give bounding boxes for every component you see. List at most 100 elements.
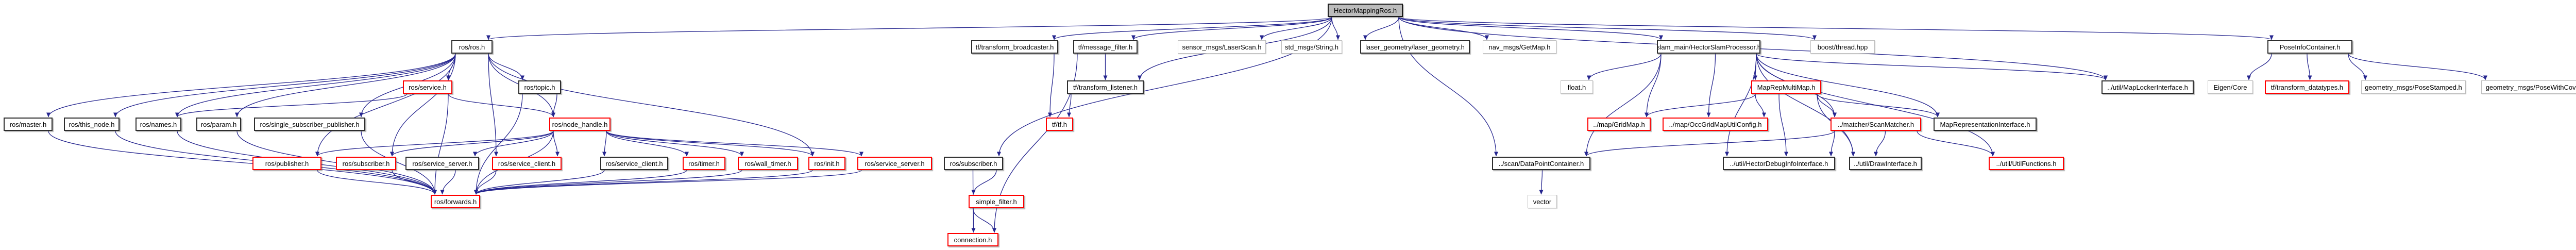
include-edge-ros-ros--ros-service-client-1 [488, 53, 498, 157]
include-edge-root--boost-thread [1398, 16, 1817, 40]
include-edge-maprepmultimap--map-gridmap [1645, 93, 1756, 118]
graph-node-std-msgs-string[interactable]: std_msgs/String.h [1281, 40, 1342, 54]
graph-node-ros-forwards[interactable]: ros/forwards.h [431, 195, 480, 208]
graph-node-util-drawinterface[interactable]: ../util/DrawInterface.h [1849, 157, 1922, 170]
graph-node-ros-init[interactable]: ros/init.h [808, 157, 845, 170]
include-edge-poseinfocontainer--geometry-msgs-posewithcov [2348, 53, 2487, 80]
include-edge-ros-ros--ros-param [235, 53, 456, 118]
graph-node-vector[interactable]: vector [1528, 195, 1557, 208]
include-edge-ros-node-handle--ros-init [606, 130, 815, 157]
include-edge-ros-node-handle--ros-service-client-1 [553, 130, 560, 157]
graph-node-float-h[interactable]: float.h [1561, 80, 1593, 94]
graph-node-ros-publisher[interactable]: ros/publisher.h [252, 157, 321, 170]
graph-node-simple-filter[interactable]: simple_filter.h [969, 195, 1024, 208]
include-edge-poseinfocontainer--tf-transform-datatypes [2307, 53, 2312, 80]
graph-node-matcher-scanmatcher[interactable]: ../matcher/ScanMatcher.h [1831, 118, 1921, 131]
include-edge-ros-service-client-2--ros-forwards [474, 170, 605, 195]
include-edge-matcher-scanmatcher--util-utilfunctions [1917, 130, 1995, 157]
graph-node-tf-transform-broadcaster[interactable]: tf/transform_broadcaster.h [971, 40, 1058, 54]
graph-node-scan-datapointcontainer[interactable]: ../scan/DataPointContainer.h [1492, 157, 1590, 170]
include-edge-ros-topic--ros-forwards [474, 93, 523, 195]
include-edge-scan-datapointcontainer--vector [1539, 170, 1544, 195]
graph-node-sensor-msgs-laserscan[interactable]: sensor_msgs/LaserScan.h [1178, 40, 1266, 54]
graph-node-tf-transform-listener[interactable]: tf/transform_listener.h [1067, 80, 1144, 94]
graph-node-geometry-msgs-posestamped[interactable]: geometry_msgs/PoseStamped.h [2361, 80, 2466, 94]
graph-node-root[interactable]: HectorMappingRos.h [1328, 4, 1403, 17]
graph-node-slam-main-hectorslamprocessor[interactable]: slam_main/HectorSlamProcessor.h [1657, 40, 1760, 54]
graph-node-boost-thread[interactable]: boost/thread.hpp [1810, 40, 1875, 54]
include-edge-slam-main-hectorslamprocessor--float-h [1587, 53, 1662, 80]
graph-node-util-utilfunctions[interactable]: ../util/UtilFunctions.h [1989, 157, 2064, 170]
graph-node-ros-service[interactable]: ros/service.h [403, 80, 452, 94]
graph-node-map-gridmap[interactable]: ../map/GridMap.h [1587, 118, 1651, 131]
graph-node-ros-subscriber-2[interactable]: ros/subscriber.h [944, 157, 1003, 170]
include-edge-root--std-msgs-string [1331, 16, 1340, 40]
graph-node-ros-master[interactable]: ros/master.h [4, 118, 53, 131]
graph-node-nav-msgs-getmap[interactable]: nav_msgs/GetMap.h [1483, 40, 1556, 54]
graph-node-connection[interactable]: connection.h [947, 233, 998, 246]
include-edge-ros-service--ros-forwards [433, 93, 449, 195]
graph-node-geometry-msgs-posewithcov[interactable]: geometry_msgs/PoseWithCovarianceStamped.… [2481, 80, 2576, 94]
graph-node-ros-subscriber-1[interactable]: ros/subscriber.h [336, 157, 396, 170]
include-edge-slam-main-hectorslamprocessor--maprepresentationinterface [1756, 53, 1940, 118]
graph-node-ros-param[interactable]: ros/param.h [196, 118, 241, 131]
graph-node-ros-service-client-2[interactable]: ros/service_client.h [600, 157, 668, 170]
include-edge-maprepmultimap--map-occgridmaputilconfig [1755, 93, 1766, 118]
include-edge-matcher-scanmatcher--util-hectordebuginfointerface [1829, 130, 1835, 157]
include-edge-ros-node-handle--ros-subscriber-1 [390, 130, 554, 157]
graph-node-util-maplockerinterface[interactable]: ../util/MapLockerInterface.h [2102, 80, 2194, 94]
graph-node-ros-service-server-1[interactable]: ros/service_server.h [405, 157, 479, 170]
include-edge-poseinfocontainer--eigen-core [2247, 53, 2272, 80]
graph-node-maprepmultimap[interactable]: MapRepMultiMap.h [1751, 80, 1821, 94]
include-edge-root--scan-datapointcontainer [1398, 16, 1498, 157]
graph-node-poseinfocontainer[interactable]: PoseInfoContainer.h [2267, 40, 2352, 54]
include-edge-ros-publisher--ros-forwards [317, 170, 437, 195]
graph-node-tf-message-filter[interactable]: tf/message_filter.h [1073, 40, 1138, 54]
include-edge-ros-wall-timer--ros-forwards [474, 170, 742, 195]
graph-node-ros-ros[interactable]: ros/ros.h [451, 40, 493, 54]
graph-node-ros-service-server-2[interactable]: ros/service_server.h [857, 157, 932, 170]
graph-node-eigen-core[interactable]: Eigen/Core [2208, 80, 2253, 94]
graph-node-tf-transform-datatypes[interactable]: tf/transform_datatypes.h [2265, 80, 2349, 94]
include-edge-ros-ros--ros-this-node [113, 53, 456, 118]
include-edge-ros-ros--ros-publisher [315, 53, 456, 157]
graph-node-ros-timer[interactable]: ros/timer.h [683, 157, 725, 170]
include-edge-slam-main-hectorslamprocessor--map-gridmap [1645, 53, 1662, 118]
graph-node-ros-topic[interactable]: ros/topic.h [518, 80, 561, 94]
include-edge-ros-node-handle--ros-timer [606, 130, 689, 157]
include-edge-root--slam-main-hectorslamprocessor [1398, 16, 1663, 40]
include-edge-matcher-scanmatcher--util-drawinterface [1874, 130, 1886, 157]
include-edge-slam-main-hectorslamprocessor--util-hectordebuginfointerface [1725, 53, 1757, 157]
include-edge-ros-node-handle--ros-service-server-1 [473, 130, 554, 157]
include-edge-maprepmultimap--matcher-scanmatcher [1817, 93, 1837, 118]
graph-node-ros-service-client-1[interactable]: ros/service_client.h [492, 157, 562, 170]
include-edge-root--laser-geometry [1363, 16, 1399, 40]
include-edge-slam-main-hectorslamprocessor--util-maplockerinterface [1756, 53, 2108, 80]
graph-node-ros-this-node[interactable]: ros/this_node.h [64, 118, 120, 131]
include-edge-ros-ros--ros-subscriber-1 [390, 53, 456, 157]
include-edge-matcher-scanmatcher--scan-datapointcontainer [1584, 130, 1835, 157]
graph-node-ros-single-subscriber-publisher[interactable]: ros/single_subscriber_publisher.h [254, 118, 365, 131]
include-edge-ros-ros--ros-topic [488, 53, 524, 80]
include-edge-poseinfocontainer--geometry-msgs-posestamped [2348, 53, 2367, 80]
graph-node-ros-node-handle[interactable]: ros/node_handle.h [549, 118, 611, 131]
include-edge-ros-ros--ros-master [46, 53, 456, 118]
graph-node-tf-tf[interactable]: tf/tf.h [1046, 118, 1073, 131]
graph-node-ros-names[interactable]: ros/names.h [135, 118, 181, 131]
graph-node-laser-geometry[interactable]: laser_geometry/laser_geometry.h [1360, 40, 1470, 54]
include-edge-ros-single-subscriber-publisher--ros-forwards [361, 130, 437, 195]
graph-node-ros-wall-timer[interactable]: ros/wall_timer.h [738, 157, 798, 170]
include-edge-ros-timer--ros-forwards [474, 170, 687, 195]
include-edge-ros-service-server-2--ros-forwards [474, 170, 862, 195]
include-edge-root--sensor-msgs-laserscan [1260, 16, 1332, 40]
graph-node-util-hectordebuginfointerface[interactable]: ../util/HectorDebugInfoInterface.h [1723, 157, 1835, 170]
include-edge-tf-transform-broadcaster--tf-tf [1048, 53, 1055, 118]
include-edge-ros-subscriber-2--simple-filter [971, 170, 997, 195]
graph-node-maprepresentationinterface[interactable]: MapRepresentationInterface.h [1934, 118, 2037, 131]
include-edge-ros-master--ros-forwards [48, 130, 437, 195]
include-edge-ros-topic--ros-node-handle [551, 93, 557, 118]
include-edge-maprepmultimap--maprepresentationinterface [1817, 93, 1940, 118]
include-edge-root--tf-message-filter [1131, 16, 1332, 40]
graph-node-map-occgridmaputilconfig[interactable]: ../map/OccGridMapUtilConfig.h [1663, 118, 1768, 131]
